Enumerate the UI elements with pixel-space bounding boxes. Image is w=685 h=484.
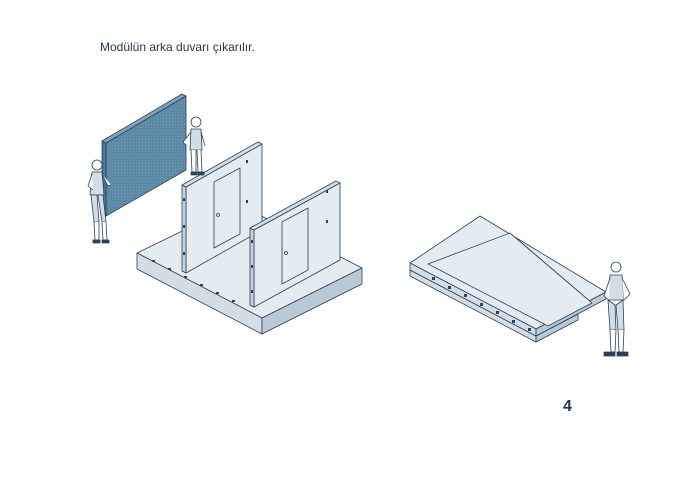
door-icon [213, 167, 241, 249]
worker-figure-icon [87, 159, 112, 244]
module-assembly [87, 93, 363, 335]
removed-back-wall-panel [101, 93, 187, 217]
inner-wall-right [249, 180, 341, 308]
stacked-panels [409, 215, 631, 357]
door-icon [281, 207, 309, 285]
worker-figure-icon [603, 261, 631, 357]
step-number: 4 [563, 398, 572, 415]
inner-wall-left [181, 141, 263, 274]
floor-slab-icon [409, 215, 607, 343]
worker-figure-icon [182, 116, 206, 176]
instruction-caption: Modülün arka duvarı çıkarılır. [100, 40, 255, 54]
